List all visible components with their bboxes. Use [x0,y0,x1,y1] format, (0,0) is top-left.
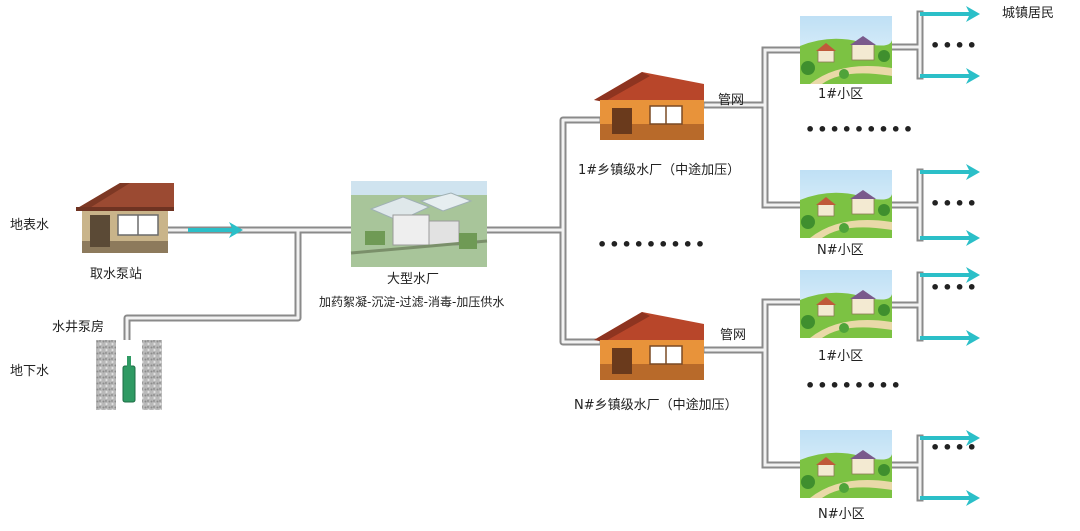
label-intake-station: 取水泵站 [90,267,143,282]
label-pipe-net-2: 管网 [720,328,747,343]
label-residents: 城镇居民 [1002,6,1055,21]
community-icon [800,430,892,498]
ellipsis-communities-2: •••••••• [805,376,903,395]
label-community-na: N#小区 [817,243,864,258]
pipe-network [123,10,924,502]
water-plant-icon [350,181,488,267]
pipe-segment [125,228,300,347]
flow-arrow-icon [920,230,980,246]
pipe-segment [561,228,600,344]
flow-arrows [188,6,980,506]
town-plant-icon [594,312,704,380]
flow-arrow-icon [920,267,980,283]
pipe-segment [561,118,600,232]
label-pipe-net-1: 管网 [718,93,745,108]
label-town-plant-1: 1#乡镇级水厂（中途加压） [578,163,741,178]
flow-arrow-icon [920,490,980,506]
ellipsis-res-4: •••• [930,438,979,457]
label-big-plant: 大型水厂 [387,272,440,287]
ellipsis-plants: ••••••••• [597,235,708,254]
community-icon [800,170,892,238]
label-community-1b: 1#小区 [818,349,864,364]
flow-arrow-icon [920,430,980,446]
flow-arrow-icon [920,6,980,22]
community-icon [800,270,892,338]
ellipsis-communities-1: ••••••••• [805,120,916,139]
label-surface-water: 地表水 [10,218,50,233]
label-community-1a: 1#小区 [818,87,864,102]
label-process: 加药絮凝-沉淀-过滤-消毒-加压供水 [319,295,505,309]
flow-arrow-icon [188,222,243,238]
flow-arrow-icon [920,330,980,346]
label-groundwater: 地下水 [10,364,50,379]
intake-house-icon [76,183,174,253]
town-plant-icon [594,72,704,140]
label-town-plant-n: N#乡镇级水厂（中途加压） [574,398,738,413]
community-icon [800,16,892,84]
ellipsis-res-1: •••• [930,36,979,55]
flow-arrow-icon [920,164,980,180]
flow-arrow-icon [920,68,980,84]
label-community-nb: N#小区 [818,507,865,522]
ellipsis-res-2: •••• [930,194,979,213]
well-pump-icon [96,340,162,410]
label-well-house: 水井泵房 [52,320,105,335]
ellipsis-res-3: •••• [930,278,979,297]
